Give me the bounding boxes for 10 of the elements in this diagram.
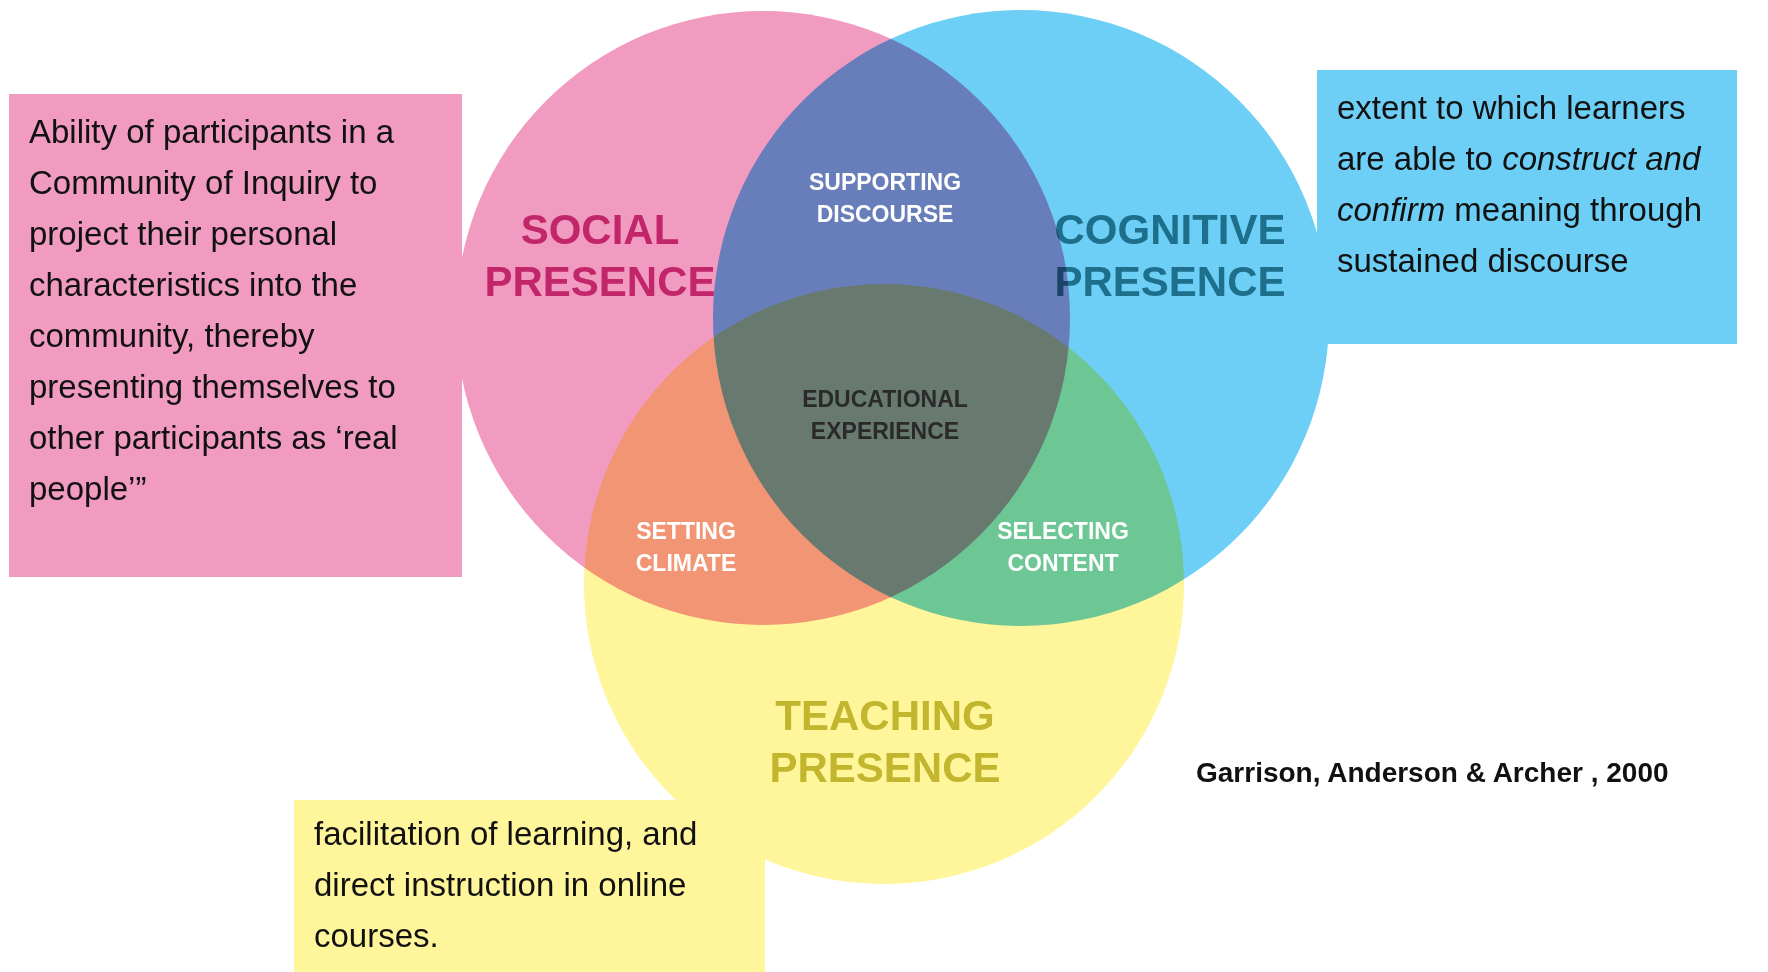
circle-title: SOCIAL PRESENCE <box>483 205 717 307</box>
citation-text: Garrison, Anderson & Archer , 2000 <box>1196 757 1669 789</box>
overlap-label: SUPPORTING DISCOURSE <box>807 168 963 229</box>
overlap-label: SETTING CLIMATE <box>634 517 738 578</box>
overlap-label: EDUCATIONAL EXPERIENCE <box>801 385 969 446</box>
definition-card: extent to which learners are able to construct and confirm meaning through sustained discourse <box>1317 70 1737 344</box>
definition-card: facilitation of learning, and direct instruction in online courses. <box>294 800 765 972</box>
circle-title: TEACHING PRESENCE <box>768 691 1002 793</box>
definition-card: Ability of participants in a Community of Inquiry to project their personal characteristics into the community, thereby presenting themselves to other participants as ‘real people’” <box>9 94 462 577</box>
overlap-label: SELECTING CONTENT <box>996 517 1130 578</box>
